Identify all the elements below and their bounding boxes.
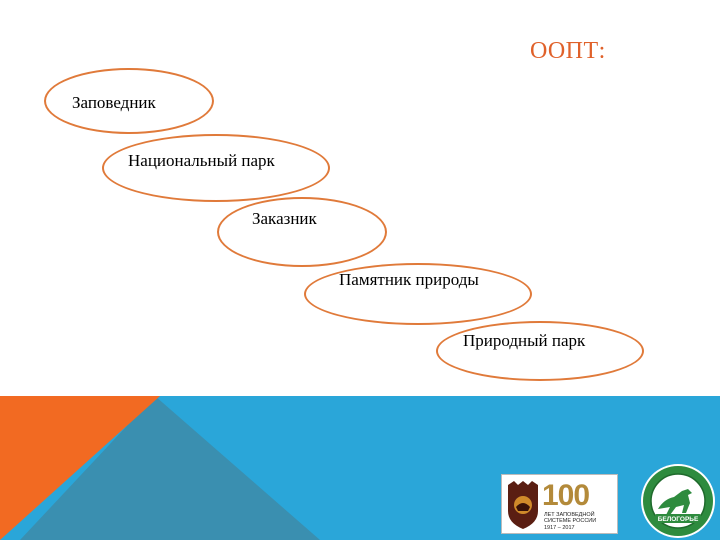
centenary-line1: ЛЕТ ЗАПОВЕДНОЙ [544, 512, 595, 518]
centenary-line2: СИСТЕМЕ РОССИИ [544, 518, 597, 524]
page-title: ООПТ: [530, 38, 606, 64]
ellipse-label-nature-park: Природный парк [463, 331, 586, 350]
centenary-logo: 100 ЛЕТ ЗАПОВЕДНОЙ СИСТЕМЕ РОССИИ 1917 –… [501, 474, 618, 534]
ellipse-label-zapovednik: Заповедник [72, 93, 156, 112]
ellipse-national-park: Национальный парк [102, 134, 330, 202]
belogorye-name: БЕЛОГОРЬЕ [658, 516, 699, 523]
ellipse-label-zakaznik: Заказник [252, 209, 317, 228]
horse-emblem-icon [658, 489, 692, 515]
belogorye-logo: БЕЛОГОРЬЕ [641, 464, 715, 538]
footer-decoration [0, 396, 720, 540]
bear-emblem-icon [508, 481, 538, 529]
ellipse-nature-monument: Памятник природы [304, 263, 532, 325]
ellipse-label-national-park: Национальный парк [128, 151, 275, 170]
ellipse-label-nature-monument: Памятник природы [339, 270, 479, 289]
centenary-number: 100 [542, 479, 590, 512]
footer-teal-triangle [20, 396, 320, 540]
ellipse-nature-park: Природный парк [436, 321, 644, 381]
footer-orange-triangle [0, 396, 160, 540]
ellipse-zakaznik: Заказник [217, 197, 387, 267]
centenary-years: 1917 – 2017 [544, 525, 575, 531]
ellipse-zapovednik: Заповедник [44, 68, 214, 134]
